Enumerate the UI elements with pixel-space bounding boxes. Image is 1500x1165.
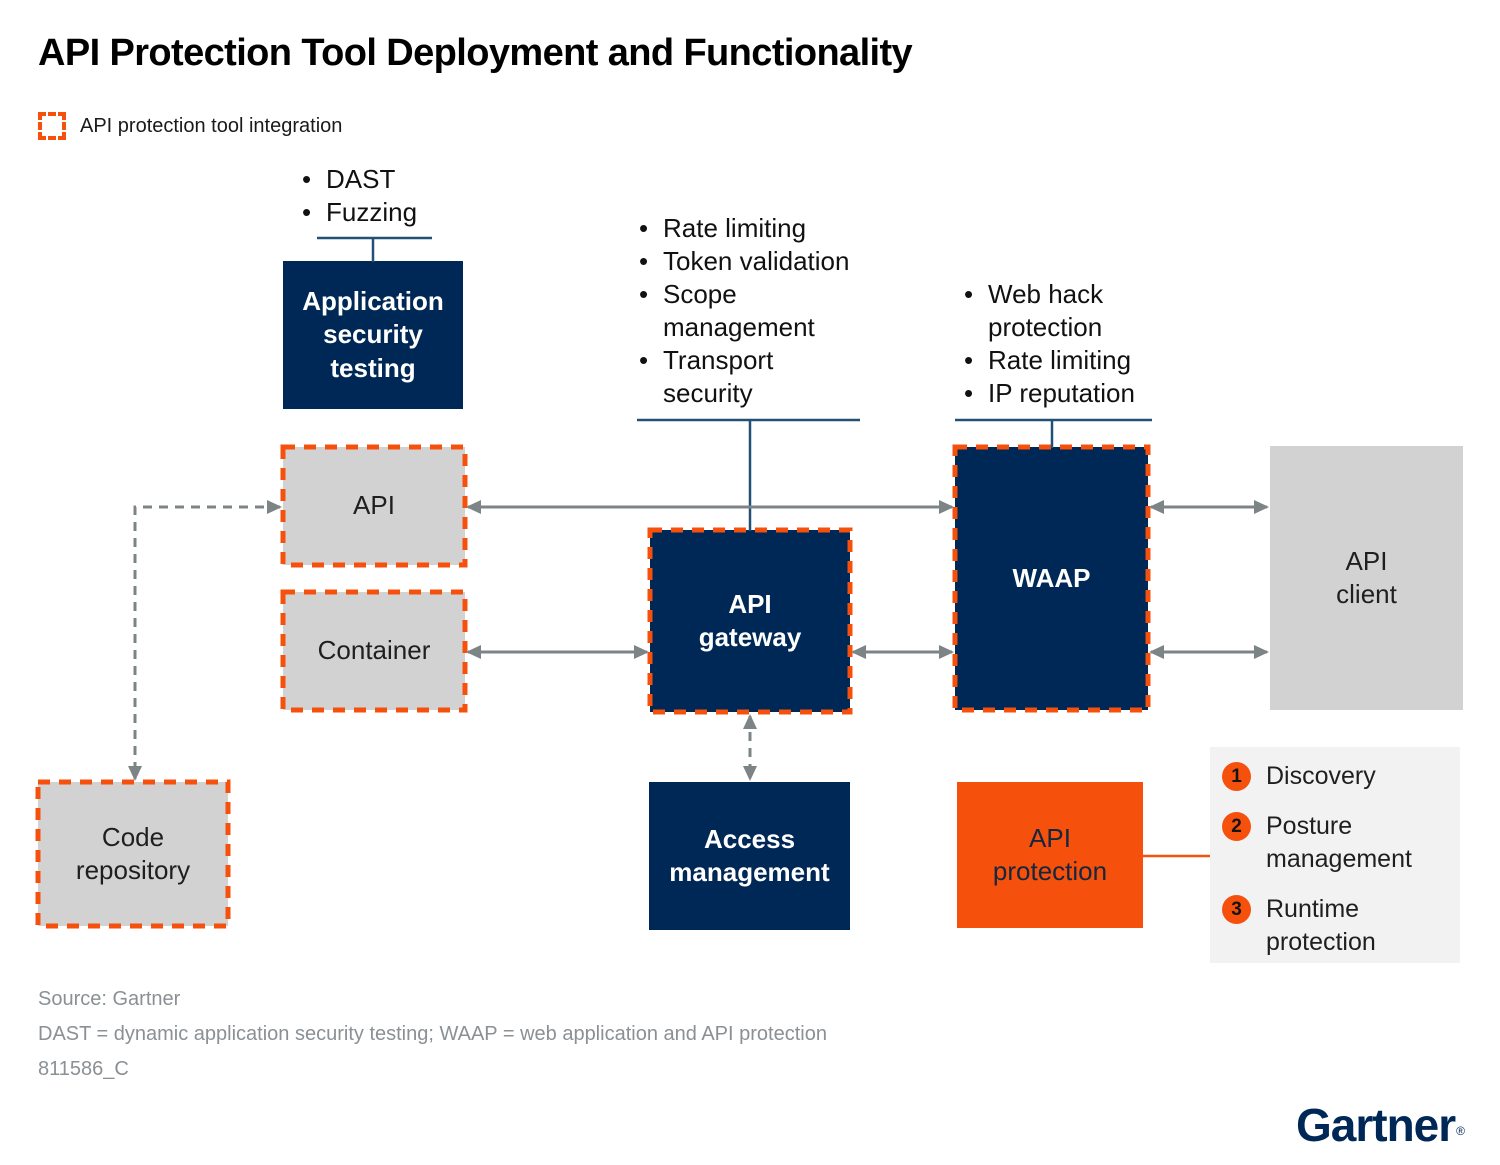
figure-id: 811586_C	[38, 1058, 129, 1080]
gartner-logo: Gartner®	[1295, 1098, 1465, 1152]
abbreviation-note: DAST = dynamic application security test…	[38, 1023, 827, 1045]
waap-box: WAAP	[955, 447, 1148, 710]
box-label: Container	[317, 635, 431, 666]
bullet-item: Rate limiting	[637, 212, 849, 245]
source-note: Source: Gartner	[38, 988, 181, 1010]
function-item-discovery: 1 Discovery	[1222, 760, 1376, 793]
number-badge: 1	[1222, 762, 1251, 791]
container-box: Container	[283, 592, 465, 710]
ast-bullet-list: DAST Fuzzing	[300, 163, 417, 229]
waap-bullet-list: Web hack protection Rate limiting IP rep…	[962, 278, 1135, 410]
bullet-item: Web hack protection	[962, 278, 1135, 344]
number-badge: 3	[1222, 895, 1251, 924]
access-management-box: Access management	[649, 782, 850, 930]
function-label: Runtime protection	[1266, 895, 1376, 956]
box-label: WAAP	[1012, 562, 1091, 593]
function-item-posture-management: 2 Posture management	[1222, 810, 1412, 876]
application-security-testing-box: Application security testing	[283, 261, 463, 409]
number-badge: 2	[1222, 812, 1251, 841]
box-label: Application security testing	[302, 286, 444, 383]
box-label: API protection	[992, 822, 1108, 886]
registered-mark: ®	[1456, 1124, 1465, 1138]
bullet-item: Rate limiting	[962, 344, 1135, 377]
box-label: Code repository	[75, 821, 191, 885]
gartner-logo-text: Gartner	[1295, 1099, 1456, 1151]
box-label: API gateway	[698, 588, 802, 652]
dashed-square-icon	[38, 112, 66, 140]
api-box: API	[283, 447, 465, 565]
function-label: Posture management	[1266, 812, 1412, 873]
code-repository-box: Code repository	[38, 782, 228, 926]
api-gateway-box: API gateway	[650, 530, 850, 712]
gateway-bullet-list: Rate limiting Token validation Scope man…	[637, 212, 849, 410]
api-protection-box: API protection	[957, 782, 1143, 928]
api-client-box: API client	[1270, 446, 1463, 710]
box-label: API	[353, 490, 395, 521]
bullet-item: DAST	[300, 163, 417, 196]
bullet-item: IP reputation	[962, 377, 1135, 410]
integration-legend: API protection tool integration	[38, 112, 342, 140]
bullet-item: Scope management	[637, 278, 849, 344]
bullet-item: Fuzzing	[300, 196, 417, 229]
page-title: API Protection Tool Deployment and Funct…	[38, 32, 913, 74]
footer-notes: Source: Gartner DAST = dynamic applicati…	[38, 982, 827, 1087]
integration-legend-label: API protection tool integration	[80, 114, 343, 137]
box-label: API client	[1336, 545, 1397, 609]
function-item-runtime-protection: 3 Runtime protection	[1222, 893, 1376, 959]
function-label: Discovery	[1266, 762, 1376, 790]
box-label: Access management	[669, 823, 830, 887]
bullet-item: Transport security	[637, 344, 849, 410]
arrow-coderepo-api	[128, 500, 282, 781]
api-protection-functions-panel	[1210, 747, 1460, 963]
bullet-item: Token validation	[637, 245, 849, 278]
